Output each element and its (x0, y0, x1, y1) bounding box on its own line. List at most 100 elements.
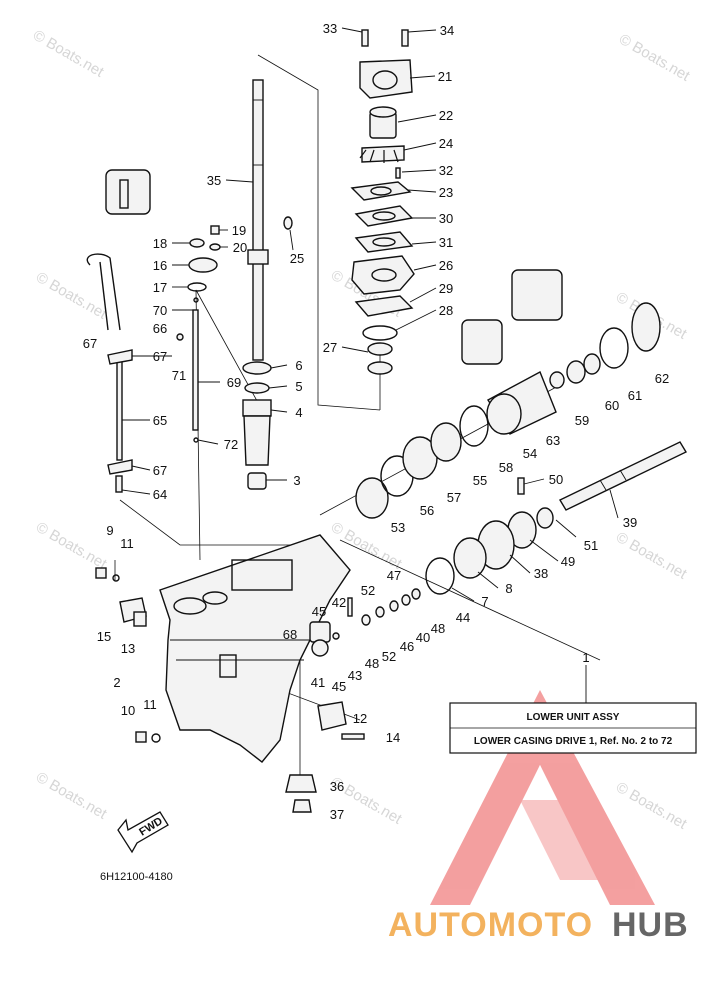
watermark-text: © Boats.net (33, 269, 110, 323)
callout-label: 17 (153, 280, 167, 295)
drive-shaft-bearings (242, 361, 272, 490)
watermark-text: © Boats.net (613, 529, 690, 583)
fwd-arrow: FWD (117, 811, 169, 854)
callout-label: 71 (172, 368, 186, 383)
callout-label: 10 (121, 703, 135, 718)
callout-label: 44 (456, 610, 470, 625)
callout-label: 42 (332, 595, 346, 610)
callout-label: 50 (549, 472, 563, 487)
callout-label: 4 (295, 405, 302, 420)
info-box: LOWER UNIT ASSY LOWER CASING DRIVE 1, Re… (449, 665, 697, 754)
callout-label: 49 (561, 554, 575, 569)
callout-label: 29 (439, 281, 453, 296)
callout-label: 35 (207, 173, 221, 188)
propeller-shaft-assembly (309, 441, 687, 657)
callout-label: 39 (623, 515, 637, 530)
callout-label: 52 (382, 649, 396, 664)
callout-label: 11 (120, 536, 134, 551)
callout-label: 64 (153, 487, 167, 502)
callout-label: 5 (295, 379, 302, 394)
callout-label: 67 (153, 463, 167, 478)
callout-label: 12 (353, 711, 367, 726)
callout-label: 65 (153, 413, 167, 428)
callout-label: 21 (438, 69, 452, 84)
callout-label: 57 (447, 490, 461, 505)
callout-label: 66 (153, 321, 167, 336)
callout-label: 6 (295, 358, 302, 373)
callout-label: 27 (323, 340, 337, 355)
callout-label: 28 (439, 303, 453, 318)
callout-label: 9 (106, 523, 113, 538)
watermark-text: © Boats.net (613, 779, 690, 833)
callout-label: 2 (113, 675, 120, 690)
callout-label: 45 (332, 679, 346, 694)
info-box-title: LOWER UNIT ASSY (527, 712, 620, 723)
callout-label: 68 (283, 627, 297, 642)
callout-label: 13 (121, 641, 135, 656)
callout-label: 70 (153, 303, 167, 318)
callout-label: 67 (83, 336, 97, 351)
callout-label: 31 (439, 235, 453, 250)
callout-label: 61 (628, 388, 642, 403)
callout-label: 3 (293, 473, 300, 488)
callout-label: 22 (439, 108, 453, 123)
callout-label: 63 (546, 433, 560, 448)
callout-label: 15 (97, 629, 111, 644)
callout-label: 67 (153, 349, 167, 364)
callout-label: 25 (290, 251, 304, 266)
callout-label: 48 (431, 621, 445, 636)
brand-part2: HUB (612, 906, 689, 944)
callout-label: 23 (439, 185, 453, 200)
callout-label: 37 (330, 807, 344, 822)
callout-label: 41 (311, 675, 325, 690)
callout-label: 7 (481, 594, 488, 609)
callout-label: 56 (420, 503, 434, 518)
callout-label: 36 (330, 779, 344, 794)
callout-label: 32 (439, 163, 453, 178)
callout-label: 1 (582, 650, 589, 665)
callout-label: 20 (233, 240, 247, 255)
callout-label: 47 (387, 568, 401, 583)
callout-label: 34 (440, 23, 454, 38)
water-pump-assembly (350, 29, 415, 375)
callout-label: 62 (655, 371, 669, 386)
callout-label: 30 (439, 211, 453, 226)
callout-label: 46 (400, 639, 414, 654)
drive-shaft (247, 79, 293, 361)
callout-label: 33 (323, 21, 337, 36)
watermark-text: © Boats.net (616, 31, 693, 85)
watermark-text: © Boats.net (30, 27, 107, 81)
callout-label: 45 (312, 604, 326, 619)
brand-part1: AUTOMOTO (388, 906, 593, 944)
callout-label: 48 (365, 656, 379, 671)
callout-label: 14 (386, 730, 400, 745)
callout-label: 19 (232, 223, 246, 238)
callout-label: 72 (224, 437, 238, 452)
brand-wordmark: AUTOMOTO HUB (388, 906, 689, 944)
callout-label: 59 (575, 413, 589, 428)
callout-label: 55 (473, 473, 487, 488)
callout-label: 53 (391, 520, 405, 535)
callout-label: 58 (499, 460, 513, 475)
callout-label: 60 (605, 398, 619, 413)
leader-lines (121, 27, 619, 602)
diagram-code: 6H12100-4180 (100, 871, 173, 883)
forward-gear-assembly (355, 269, 661, 519)
callout-label: 54 (523, 446, 537, 461)
watermark-text: © Boats.net (33, 519, 110, 573)
callout-label: 24 (439, 136, 453, 151)
casing-fittings (95, 567, 365, 813)
callout-label: 38 (534, 566, 548, 581)
callout-label: 11 (143, 697, 157, 712)
brand-logo-mark (430, 690, 655, 905)
lower-casing (159, 534, 351, 763)
callout-label: 26 (439, 258, 453, 273)
callout-label: 40 (416, 630, 430, 645)
callout-label: 8 (505, 581, 512, 596)
watermark-text: © Boats.net (33, 769, 110, 823)
callout-label: 16 (153, 258, 167, 273)
callout-label: 51 (584, 538, 598, 553)
callout-label: 52 (361, 583, 375, 598)
